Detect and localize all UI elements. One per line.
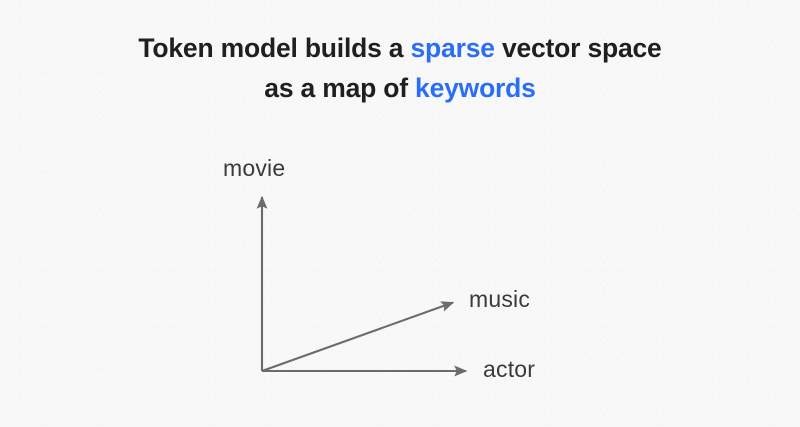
axis-label-actor: actor — [483, 356, 536, 382]
axis-label-music: music — [469, 286, 531, 312]
title-line-1-part-1: Token model builds a — [138, 33, 411, 63]
title-line-2-part-1: as a map of — [264, 73, 416, 103]
title-line-2-highlight: keywords — [415, 73, 536, 103]
diagonal-vector-line — [261, 301, 455, 372]
title-line-1-part-2: vector space — [494, 33, 662, 63]
title-line-1-highlight: sparse — [410, 33, 495, 63]
title-line-1: Token model builds a sparse vector space — [0, 28, 800, 68]
page-title: Token model builds a sparse vector space… — [0, 28, 800, 108]
axis-label-movie: movie — [223, 155, 286, 181]
title-line-2: as a map of keywords — [0, 68, 800, 108]
